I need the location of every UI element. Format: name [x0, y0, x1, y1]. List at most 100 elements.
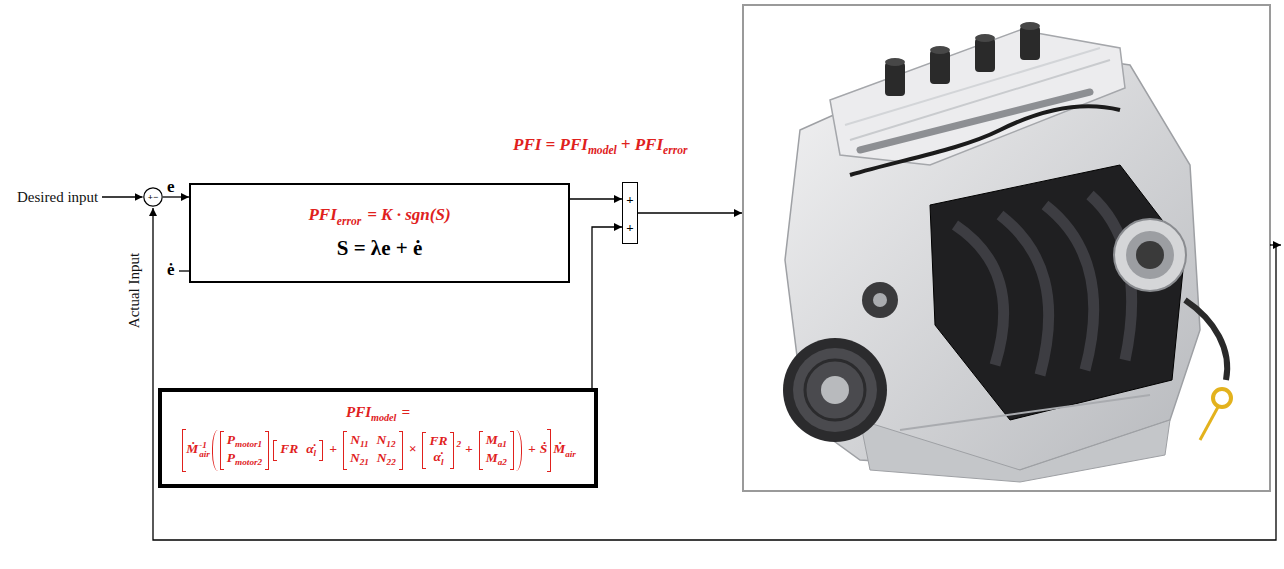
sign: + — [626, 192, 633, 207]
paren-group: Pmotor1Pmotor2FRα̇l+N11N12N21N22×FRα̇l2+… — [212, 430, 522, 471]
group-body: Pmotor1Pmotor2FRα̇l+N11N12N21N22×FRα̇l2+… — [218, 430, 516, 471]
matrix: Ma1Ma2 — [479, 431, 514, 470]
bracket — [343, 431, 347, 470]
text-line: + — [626, 193, 633, 206]
matrix-row: FR — [429, 433, 447, 450]
formula-symbol: l — [441, 457, 444, 467]
bracket-group: Ṁ-1airPmotor1Pmotor2FRα̇l+N11N12N21N22×F… — [182, 429, 551, 472]
control-law: S = λe + ė — [337, 236, 423, 260]
formula-symbol: = — [401, 404, 410, 420]
formula-symbol: P — [227, 450, 235, 465]
matrix-row: Pmotor1 — [227, 432, 262, 451]
matrix-row: FR α̇l — [280, 441, 316, 460]
text-line: Ṁ-1airPmotor1Pmotor2FRα̇l+N11N12N21N22×F… — [180, 429, 576, 472]
bracket — [319, 440, 323, 461]
sign: − — [153, 192, 158, 202]
formula-symbol: α̇ — [433, 449, 440, 464]
bracket — [510, 431, 514, 470]
formula-symbol: FR — [429, 433, 447, 448]
formula-symbol: 2 — [456, 439, 461, 449]
formula-symbol: motor1 — [235, 439, 262, 449]
matrix-row: Pmotor2 — [227, 450, 262, 469]
junction-circle — [144, 188, 162, 206]
text-line: + — [626, 221, 633, 234]
matrix-body: Pmotor1Pmotor2 — [224, 431, 265, 470]
group-body: Ṁ-1airPmotor1Pmotor2FRα̇l+N11N12N21N22×F… — [186, 429, 547, 472]
matrix-body: N11N12N21N22 — [347, 431, 399, 470]
sum-equation: model — [588, 144, 617, 157]
script-stack: -1air — [199, 441, 210, 460]
formula-symbol: model — [371, 412, 396, 423]
matrix-row: α̇l — [429, 449, 447, 468]
formula-symbol: air — [565, 449, 576, 459]
formula-symbol: Ṁ — [186, 441, 198, 456]
text-line: PFIerror = K · sgn(S) — [308, 205, 450, 227]
formula-symbol: motor2 — [235, 457, 262, 467]
sum-equation: PFI = PFImodel + PFIerror — [513, 136, 687, 157]
bracket — [547, 429, 551, 472]
sum-block: ++ — [622, 182, 638, 244]
matrix-row: N11N12 — [350, 432, 396, 451]
formula-symbol: N — [350, 432, 360, 447]
formula-symbol: P — [227, 432, 235, 447]
formula-symbol: 11 — [360, 439, 369, 449]
matrix: Pmotor1Pmotor2 — [220, 431, 269, 470]
bracket — [212, 430, 218, 471]
formula-symbol: l — [314, 448, 317, 458]
control-law: PFI — [308, 205, 336, 224]
engine-frame — [743, 5, 1270, 491]
formula-symbol: Ṁ — [553, 441, 565, 456]
sum-equation: + PFI — [621, 135, 663, 154]
matrix-row: Ma1 — [486, 432, 507, 451]
summing-junction: +− — [143, 187, 163, 207]
signal-arrow — [592, 227, 622, 388]
formula-symbol: 12 — [386, 439, 395, 449]
control-law: error — [337, 215, 361, 228]
text-line: S = λe + ė — [337, 236, 423, 261]
bracket — [479, 431, 483, 470]
signal-arrow — [570, 198, 622, 199]
sign: + — [626, 220, 633, 235]
formula-symbol: N — [377, 450, 387, 465]
formula-symbol: air — [199, 450, 210, 460]
bracket — [182, 429, 186, 472]
formula-symbol: α̇ — [306, 441, 313, 456]
bracket — [220, 431, 224, 470]
input-label: Desired input — [17, 189, 98, 205]
sum-equation: error — [663, 144, 687, 157]
matrix-row: N21N22 — [350, 450, 396, 469]
signal-arrow — [163, 196, 189, 197]
feedback-label: Actual Input — [126, 252, 142, 327]
formula-symbol: N — [377, 432, 387, 447]
matrix-row: Ma2 — [486, 450, 507, 469]
formula-symbol: PFI — [346, 404, 371, 420]
formula-symbol: + — [528, 441, 536, 456]
bracket — [450, 432, 454, 470]
formula-symbol: + — [329, 441, 337, 456]
bracket — [516, 430, 522, 471]
formula-symbol: M — [486, 432, 498, 447]
input-label: Desired input — [17, 190, 98, 205]
formula-symbol: N — [350, 450, 360, 465]
formula-symbol: 21 — [360, 457, 369, 467]
sum-equation: PFI = PFI — [513, 135, 588, 154]
bracket — [399, 431, 403, 470]
formula-symbol: -1 — [199, 441, 210, 451]
matrix-body: FR α̇l — [277, 440, 319, 461]
formula-symbol: × — [409, 441, 417, 456]
bracket — [265, 431, 269, 470]
formula-symbol: M — [486, 450, 498, 465]
formula-symbol: FR — [280, 441, 298, 456]
model-box: PFImodel=Ṁ-1airPmotor1Pmotor2FRα̇l+N11N1… — [158, 388, 598, 488]
controller-box: PFIerror = K · sgn(S) S = λe + ė — [189, 183, 570, 283]
bracket — [422, 432, 426, 470]
signal-name: ė — [167, 261, 175, 278]
matrix: N11N12N21N22 — [343, 431, 403, 470]
control-law: = K · sgn(S) — [367, 205, 450, 224]
signal-name: e — [167, 178, 175, 195]
formula-symbol: 22 — [387, 457, 396, 467]
matrix: FRα̇l — [422, 432, 454, 470]
formula-symbol: a2 — [498, 457, 507, 467]
sign: + — [148, 192, 153, 202]
feedback-label: Actual Input — [127, 252, 142, 327]
